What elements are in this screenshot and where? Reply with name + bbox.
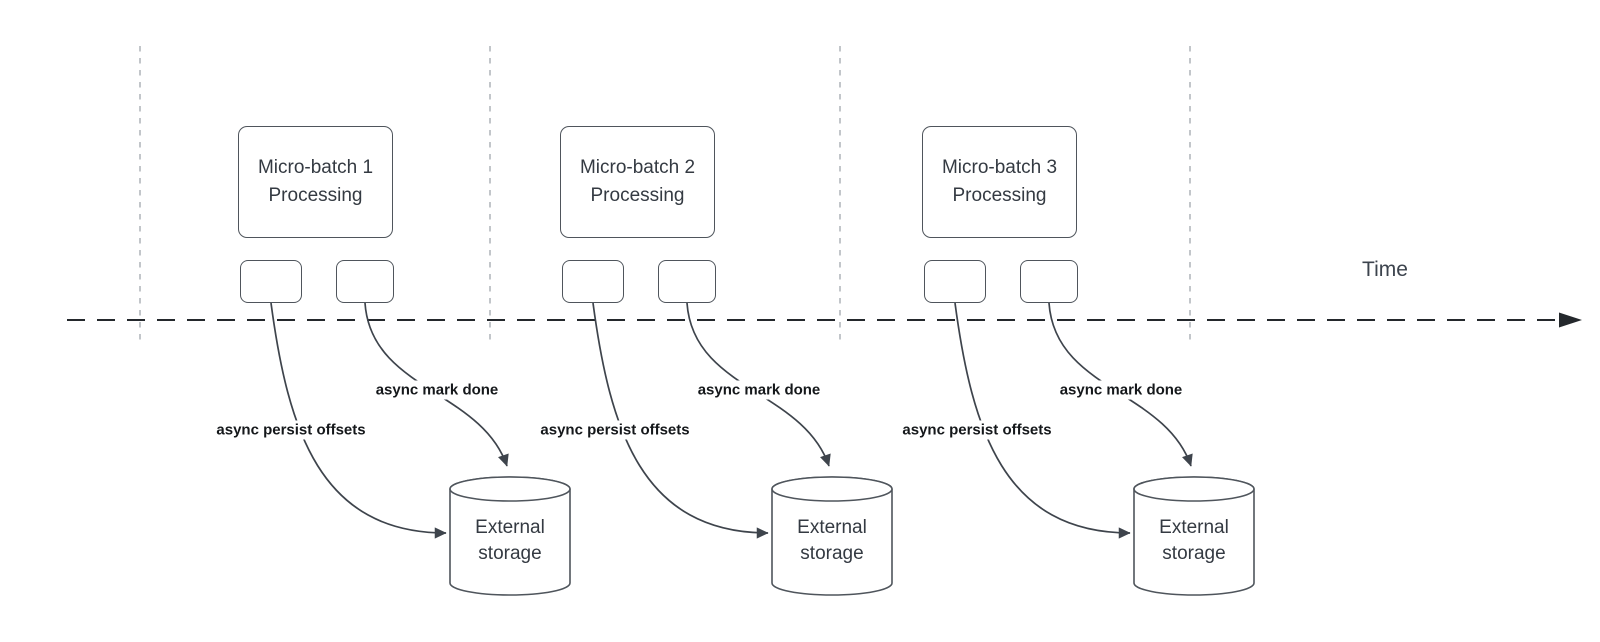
micro-batch-3-title-line1: Micro-batch 3 [941,157,1058,178]
time-axis-arrowhead-icon [1559,312,1582,328]
persist-task-box-2 [562,260,624,303]
micro-batch-2-title-line1: Micro-batch 2 [579,157,696,178]
persist-offsets-label-2: async persist offsets [537,420,693,440]
time-axis-label: Time [1362,258,1408,281]
persist-offsets-label-1: async persist offsets [213,420,369,440]
micro-batch-3-box: Micro-batch 3 Processing [922,126,1077,238]
mark-done-label-1: async mark done [372,380,502,400]
storage-1-line1: External [475,517,545,538]
external-storage-label-3: External storage [1159,515,1229,567]
external-storage-label-2: External storage [797,515,867,567]
persist-task-box-1 [240,260,302,303]
micro-batch-3-title-line2: Processing [952,185,1047,206]
persist-task-box-3 [924,260,986,303]
micro-batch-2-title-line2: Processing [590,185,685,206]
storage-3-line2: storage [1162,543,1226,564]
mark-done-label-2: async mark done [694,380,824,400]
micro-batch-1-box: Micro-batch 1 Processing [238,126,393,238]
storage-3-line1: External [1159,517,1229,538]
done-task-box-1 [336,260,394,303]
micro-batch-1-title-line2: Processing [268,185,363,206]
done-task-box-3 [1020,260,1078,303]
micro-batch-1-title-line1: Micro-batch 1 [257,157,374,178]
storage-2-line1: External [797,517,867,538]
storage-2-line2: storage [800,543,864,564]
done-task-box-2 [658,260,716,303]
external-storage-label-1: External storage [475,515,545,567]
mark-done-label-3: async mark done [1056,380,1186,400]
storage-1-line2: storage [478,543,542,564]
micro-batch-2-box: Micro-batch 2 Processing [560,126,715,238]
persist-offsets-label-3: async persist offsets [899,420,1055,440]
